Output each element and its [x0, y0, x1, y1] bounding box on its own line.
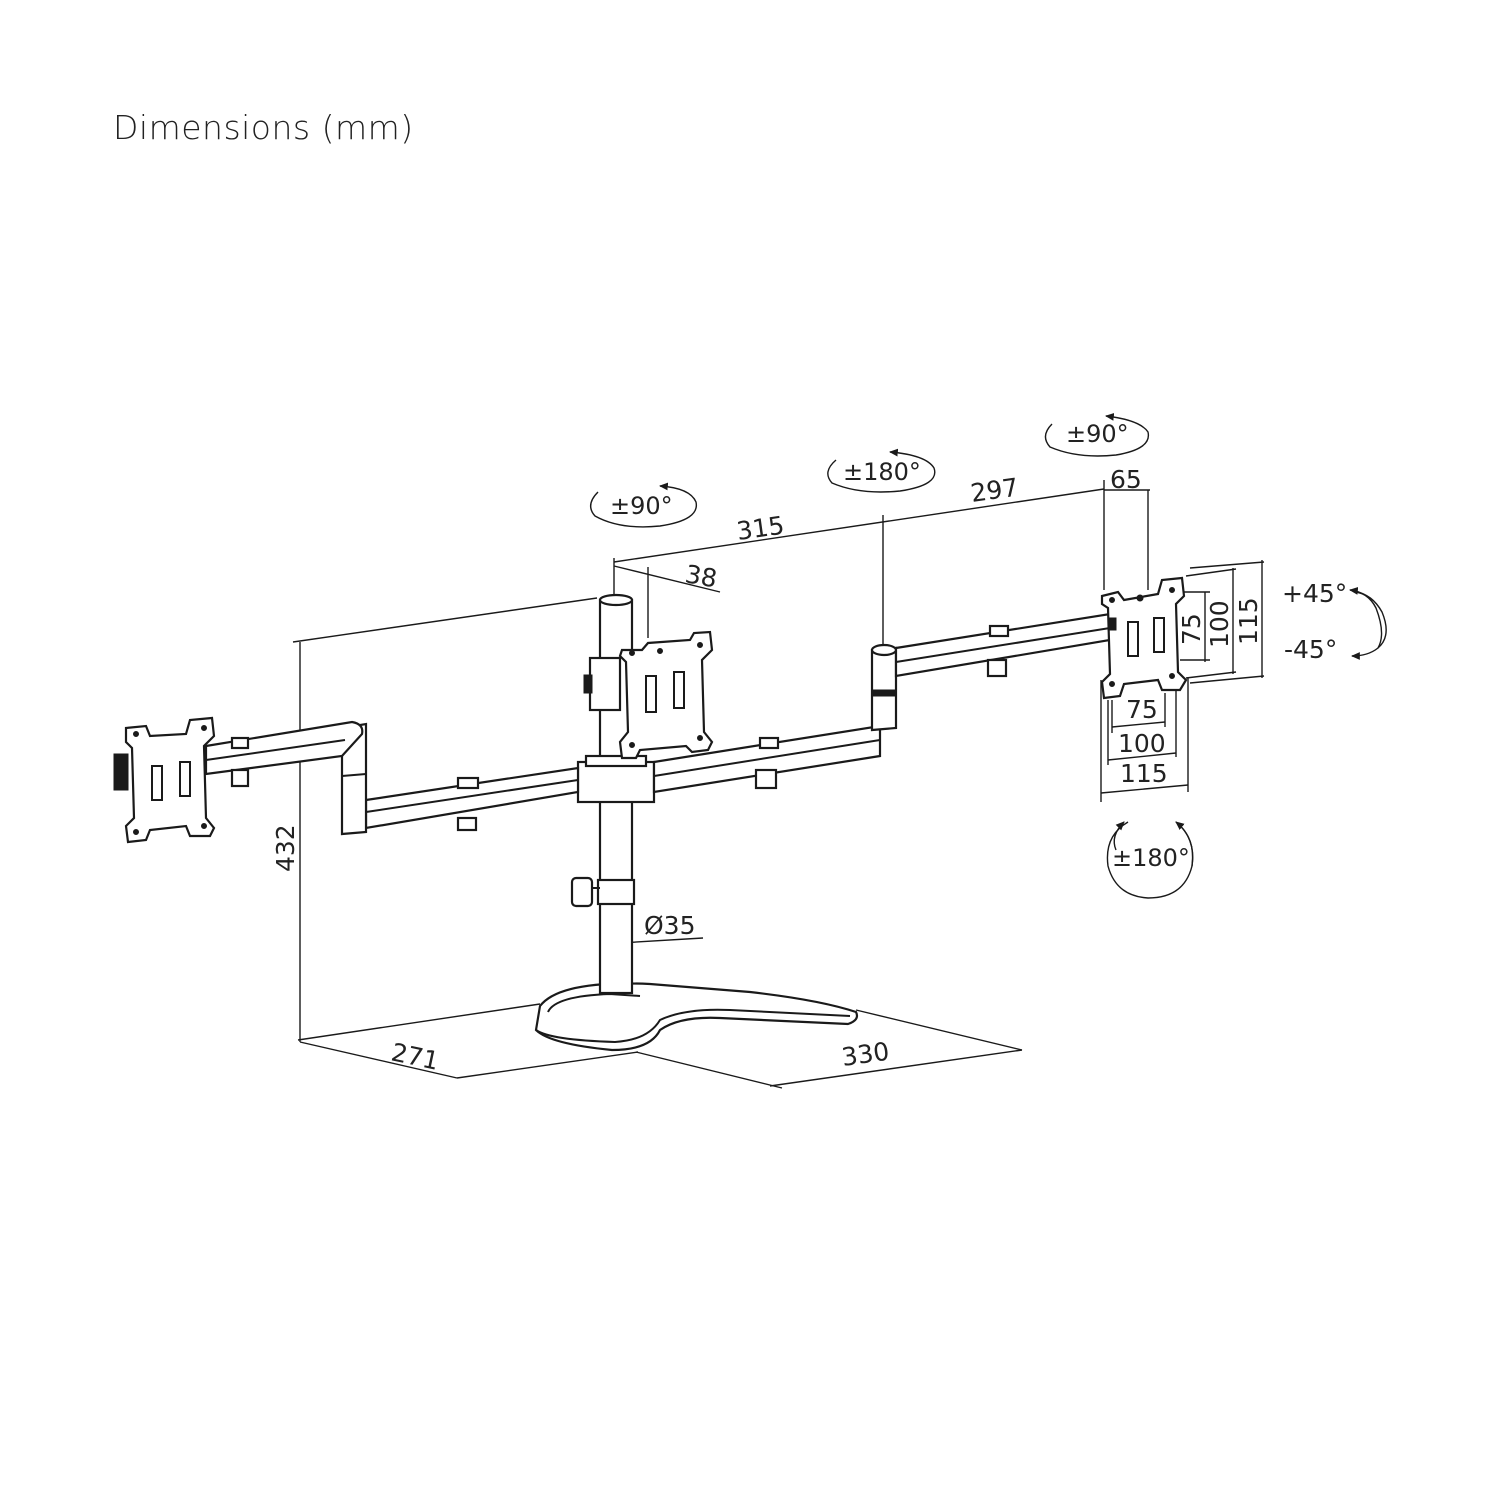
- tilt-down-label: -45°: [1284, 635, 1337, 664]
- rotate-right-label: ±90°: [1066, 420, 1129, 448]
- dim-arm-length-center: 315: [735, 511, 786, 546]
- tilt-up-label: +45°: [1282, 579, 1347, 608]
- left-upper-arm: [204, 720, 364, 788]
- diagram-title: Dimensions (mm): [113, 108, 414, 147]
- left-lower-arm: [364, 766, 580, 832]
- right-upper-arm: [894, 612, 1112, 678]
- dim-base-depth: 271: [389, 1038, 442, 1076]
- right-elbow-joint: [870, 643, 898, 732]
- right-vesa-plate: [1100, 576, 1188, 700]
- left-vesa-plate: [113, 716, 216, 844]
- dim-pole-diameter: Ø35: [644, 911, 696, 940]
- dimension-labels: 432 271 330 Ø35 315 297 38 65 75 100 115…: [271, 465, 1263, 1076]
- dim-offset-right: 65: [1110, 465, 1142, 494]
- dim-vesa-h-75: 75: [1126, 695, 1158, 724]
- dim-vesa-h-115: 115: [1120, 759, 1168, 788]
- rotation-labels: ±90° ±180° ±90° +45° -45° ±180°: [610, 420, 1347, 872]
- dim-height: 432: [271, 824, 300, 872]
- dim-vesa-v-115: 115: [1234, 597, 1263, 645]
- swivel-head-label: ±180°: [1112, 844, 1190, 872]
- swivel-arm-label: ±180°: [843, 458, 921, 486]
- dim-base-width: 330: [840, 1037, 891, 1072]
- stand-base: [534, 982, 859, 1052]
- rotate-center-label: ±90°: [610, 492, 673, 520]
- dim-vesa-v-100: 100: [1205, 600, 1234, 648]
- dim-arm-length-right: 297: [969, 473, 1020, 508]
- dimension-lines: [292, 480, 1265, 1089]
- dim-vesa-h-100: 100: [1118, 729, 1166, 758]
- center-vesa-plate: [618, 630, 714, 760]
- center-arm-collar: [576, 656, 656, 804]
- rotation-indicators: [590, 413, 1387, 899]
- dim-offset-center: 38: [683, 559, 719, 593]
- dim-vesa-v-75: 75: [1177, 613, 1206, 645]
- right-lower-arm: [652, 724, 882, 794]
